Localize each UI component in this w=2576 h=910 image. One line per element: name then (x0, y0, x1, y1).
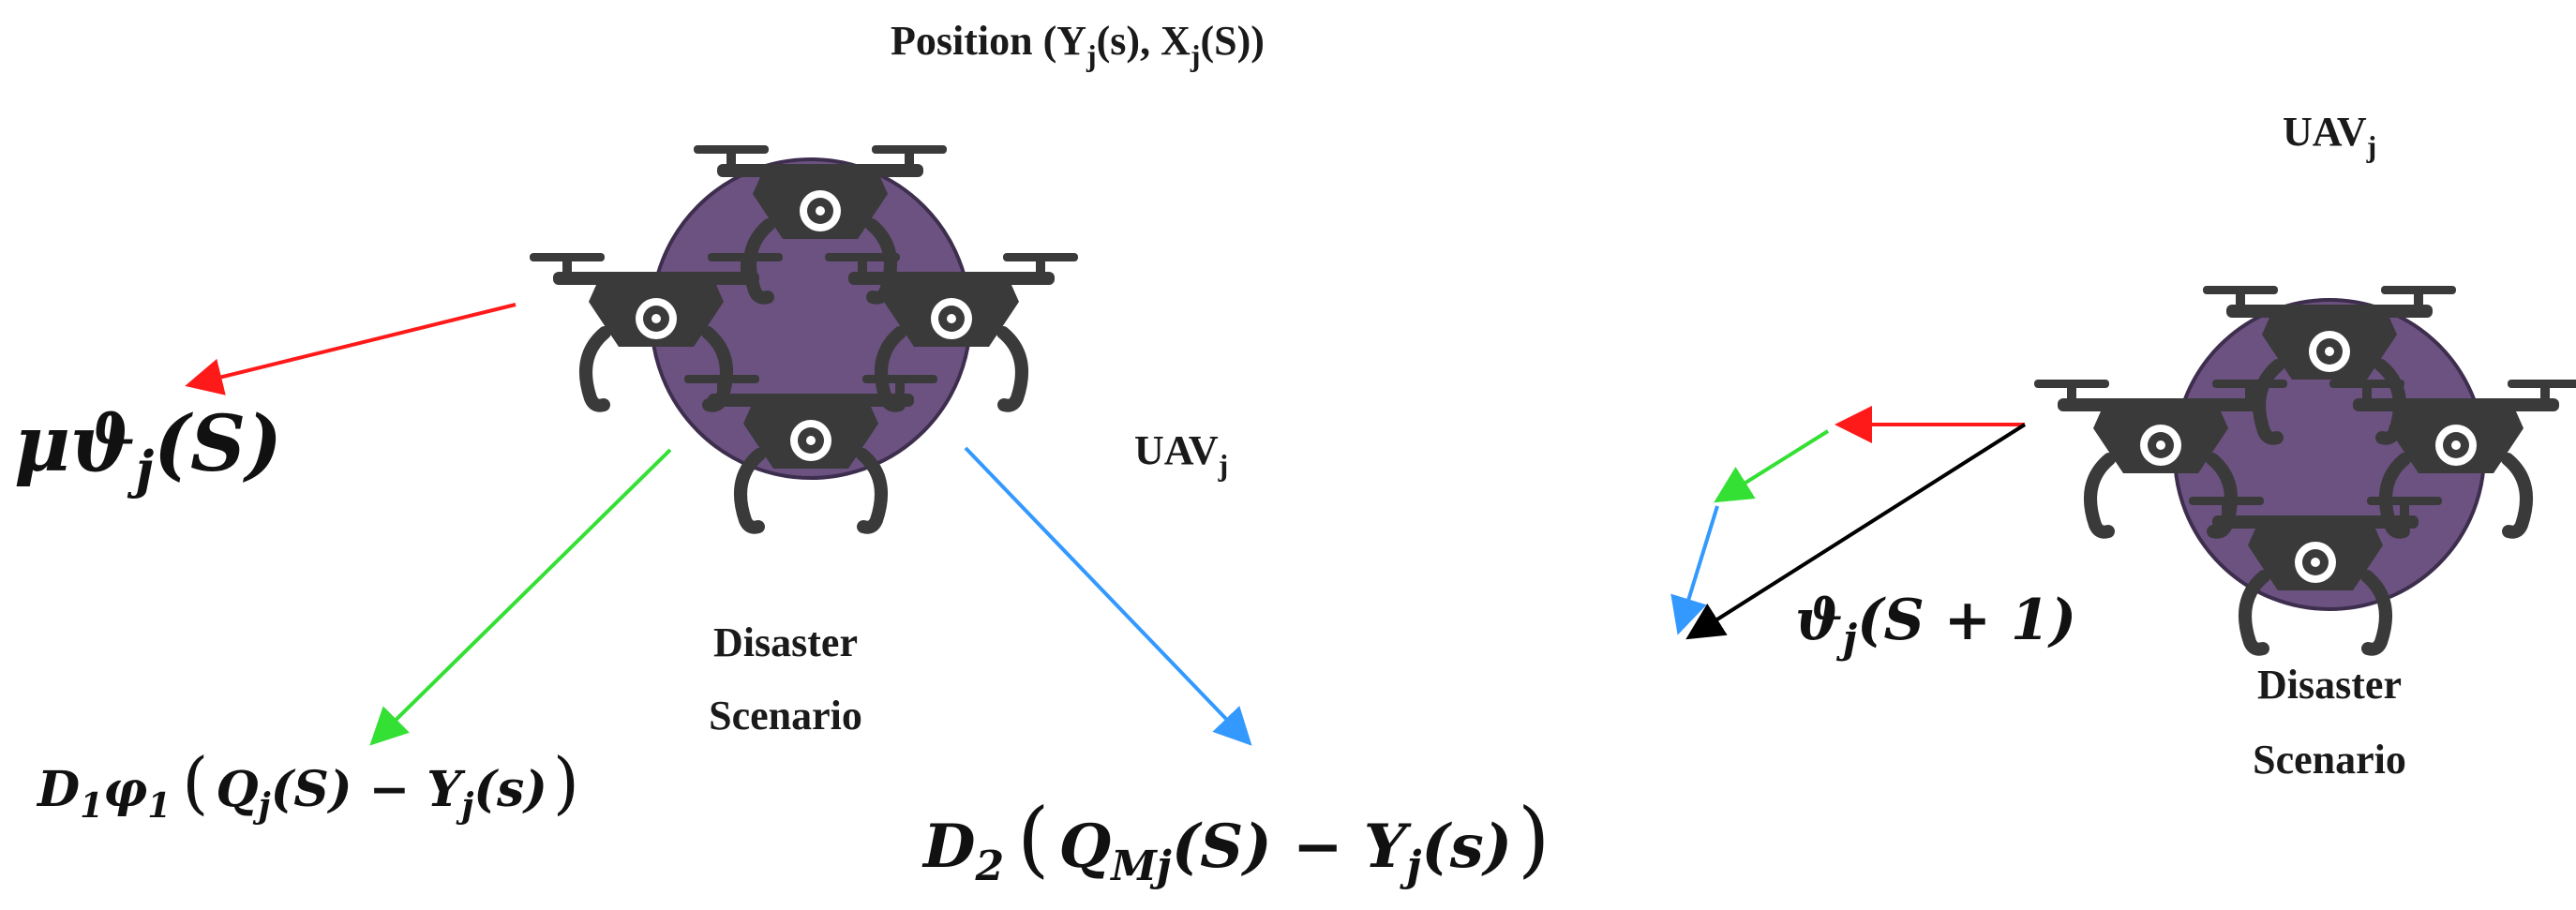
position-label-sub2: j (1190, 38, 1201, 72)
social-q: Q (1058, 812, 1111, 882)
social-term: D2(QMj(S) − Yj(s)) (921, 790, 1550, 890)
right-cluster (2034, 286, 2576, 649)
social-arrow-right (1670, 505, 1719, 635)
position-label: Position (Yj(s), Xj(S)) (891, 18, 1265, 72)
social-open-paren: ( (1017, 790, 1049, 887)
position-label-sub1: j (1086, 38, 1097, 72)
social-q-sub: Mj (1109, 843, 1172, 890)
social-close-paren: ) (1518, 790, 1550, 887)
uav-label-left-main: UAV (1134, 427, 1219, 473)
cognitive-y-arg: (s) (473, 761, 547, 818)
scenario-label-right-line2: Scenario (2253, 737, 2406, 783)
cognitive-q: Q (216, 761, 258, 818)
cognitive-arrow (369, 448, 672, 746)
scenario-label-left-line2: Scenario (709, 693, 862, 738)
inertia-term-arg: (S) (154, 399, 282, 489)
inertia-term: μϑj(S) (14, 399, 282, 500)
social-arrow (964, 446, 1252, 746)
position-label-part3: (S)) (1201, 18, 1265, 64)
cognitive-arrow-right (1714, 429, 1830, 503)
social-q-arg: (S) − Y (1172, 812, 1412, 882)
inertia-term-main: μϑ (14, 399, 136, 489)
social-y-arg: (s) (1421, 812, 1512, 882)
cognitive-term: D1φ1(Qj(S) − Yj(s)) (36, 743, 579, 826)
social-d-sub: 2 (975, 843, 1005, 890)
velocity-term-arg: (S + 1) (1857, 588, 2076, 653)
scenario-label-left-line1: Disaster (713, 619, 858, 665)
cognitive-open-paren: ( (182, 743, 208, 822)
velocity-term-main: ϑ (1795, 588, 1843, 653)
scenario-label-right-line1: Disaster (2257, 662, 2402, 708)
social-d: D (921, 812, 976, 882)
uav-label-right-main: UAV (2283, 109, 2367, 155)
cognitive-phi-sub: 1 (147, 786, 171, 826)
cognitive-close-paren: ) (553, 743, 579, 822)
inertia-arrow (185, 303, 517, 395)
uav-label-left-sub: j (1218, 448, 1229, 482)
cognitive-d: D (36, 761, 80, 818)
position-label-part2: (s), X (1097, 18, 1191, 64)
uav-label-right-sub: j (2366, 129, 2377, 163)
cognitive-q-arg: (S) − Y (271, 761, 467, 818)
position-label-part1: Position (Y (891, 18, 1086, 64)
cognitive-phi: φ (103, 761, 147, 818)
velocity-arrow-right (1685, 423, 2027, 640)
velocity-term: ϑj(S + 1) (1795, 588, 2076, 662)
uav-label-right: UAVj (2283, 109, 2376, 163)
left-cluster (530, 145, 1078, 528)
uav-label-left: UAVj (1134, 427, 1228, 482)
cognitive-d-sub: 1 (80, 786, 103, 826)
